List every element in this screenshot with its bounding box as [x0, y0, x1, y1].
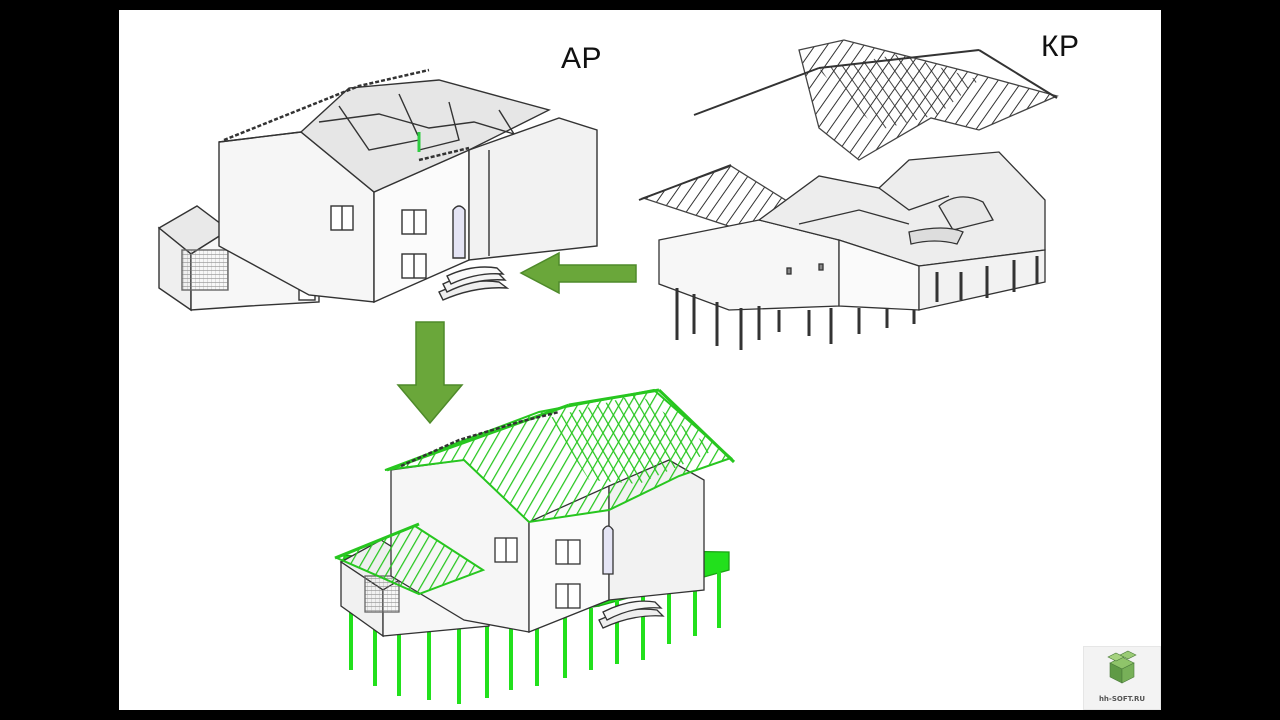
label-ar: АР	[561, 42, 603, 75]
kr-structure-model	[638, 39, 1059, 350]
arrow-kr-to-ar	[519, 251, 637, 295]
hh-soft-logo: hh-SOFT.RU	[1083, 646, 1161, 710]
logo-text: hh-SOFT.RU	[1098, 695, 1146, 703]
cube-logo-icon	[1107, 650, 1137, 684]
arrow-down-to-combined	[396, 321, 464, 425]
diagram-drawing	[157, 39, 1059, 704]
combined-green-roof	[334, 388, 736, 596]
label-kr: КР	[1041, 30, 1080, 63]
slide-canvas: АР КР	[119, 10, 1161, 710]
ar-building-model	[157, 68, 598, 312]
combined-building-model	[334, 388, 736, 704]
